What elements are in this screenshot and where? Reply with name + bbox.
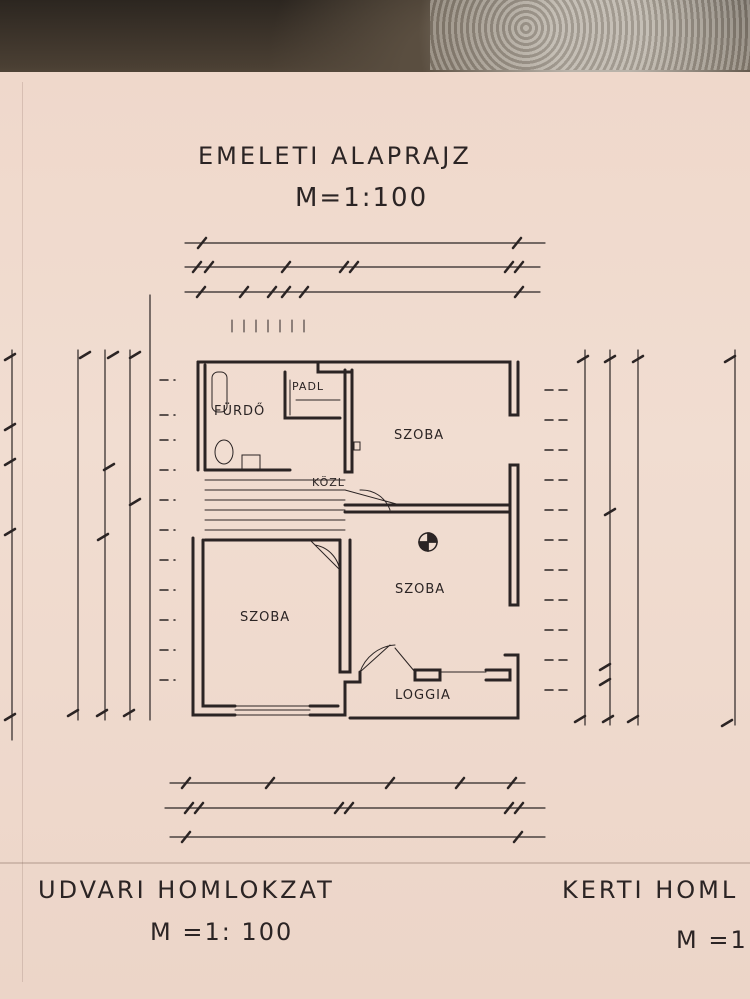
paper-fold-horizontal bbox=[0, 862, 750, 864]
room-label-ne: SZOBA bbox=[394, 428, 445, 443]
elevation-left-title: UDVARI HOMLOKZAT bbox=[38, 876, 335, 904]
background-gravel bbox=[430, 0, 750, 70]
dimension-lines-top bbox=[184, 236, 546, 299]
room-label-bath: FÜRDŐ bbox=[214, 404, 266, 419]
dimension-lines-bottom bbox=[164, 776, 546, 844]
dimension-lines-far-left bbox=[3, 349, 17, 741]
level-marker bbox=[418, 532, 438, 552]
room-label-loggia: LOGGIA bbox=[395, 688, 451, 703]
dimension-lines-right bbox=[544, 349, 737, 728]
elevation-right-scale: M =1 bbox=[676, 926, 748, 954]
room-label-hall: KÖZL bbox=[312, 476, 345, 489]
room-label-pantry: PADL bbox=[292, 380, 325, 393]
blueprint-sheet bbox=[0, 72, 750, 999]
drawing-title: EMELETI ALAPRAJZ bbox=[198, 142, 472, 170]
walls bbox=[191, 360, 520, 720]
paper-fold-vertical bbox=[22, 82, 23, 982]
drawing-scale: M=1:100 bbox=[295, 183, 429, 213]
elevation-right-title: KERTI HOML bbox=[562, 876, 739, 904]
room-label-sw: SZOBA bbox=[240, 610, 291, 625]
room-label-center: SZOBA bbox=[395, 582, 446, 597]
elevation-left-scale: M =1: 100 bbox=[150, 918, 294, 946]
dimension-lines-left bbox=[66, 294, 176, 721]
interior-details bbox=[204, 319, 487, 716]
